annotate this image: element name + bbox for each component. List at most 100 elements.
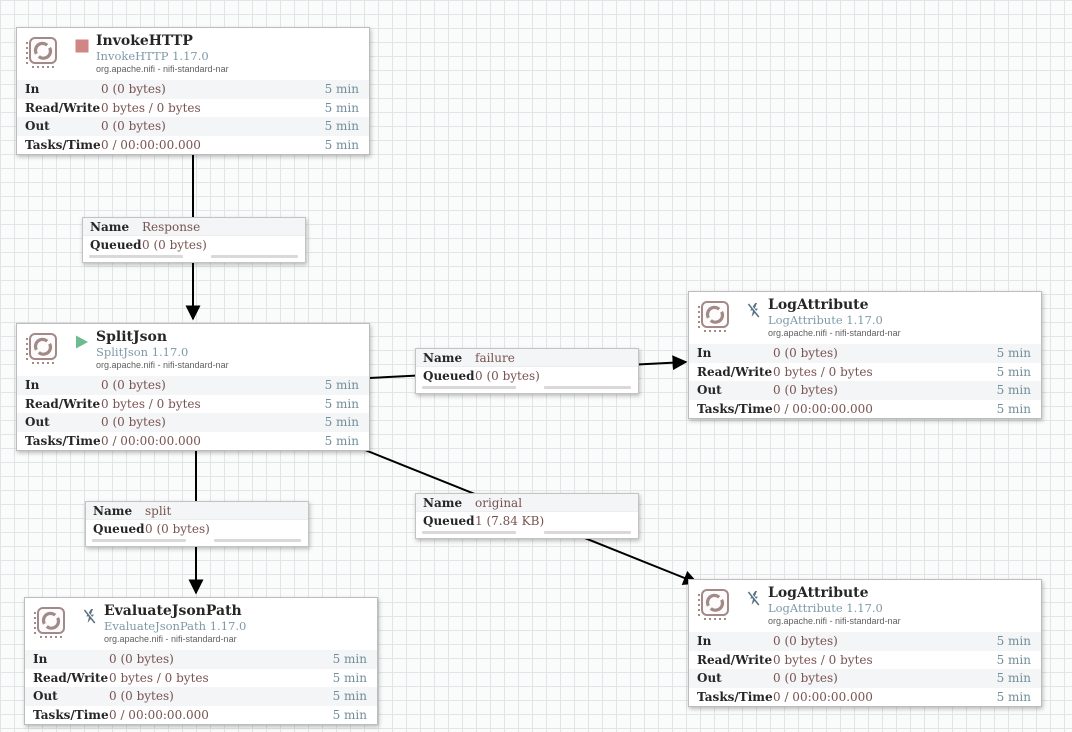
processor-logattribute-failure[interactable]: LogAttribute LogAttribute 1.17.0 org.apa… <box>688 291 1042 419</box>
stat-row-out: Out 0 (0 bytes) 5 min <box>17 413 369 432</box>
backpressure-bars <box>416 529 638 538</box>
stat-window: 5 min <box>324 415 359 430</box>
connection-name-row: Name Response <box>83 218 305 236</box>
stat-window: 5 min <box>996 346 1031 361</box>
stat-label: Read/Write <box>33 670 109 685</box>
stat-value: 0 (0 bytes) <box>101 82 166 97</box>
stat-row-in: In 0 (0 bytes) 5 min <box>689 344 1041 363</box>
stat-value: 0 / 00:00:00.000 <box>773 689 873 704</box>
processor-stamp-icon <box>23 331 61 371</box>
stat-window: 5 min <box>996 671 1031 686</box>
stat-window: 5 min <box>332 707 367 722</box>
stat-row-out: Out 0 (0 bytes) 5 min <box>689 381 1041 400</box>
stat-value: 0 bytes / 0 bytes <box>773 364 873 379</box>
processor-invokehttp[interactable]: InvokeHTTP InvokeHTTP 1.17.0 org.apache.… <box>16 27 370 155</box>
stat-label: Read/Write <box>25 100 101 115</box>
connection-name-row: Name split <box>86 502 308 520</box>
stat-label: Tasks/Time <box>33 707 109 722</box>
stat-window: 5 min <box>324 396 359 411</box>
stat-window: 5 min <box>996 652 1031 667</box>
processor-bundle: org.apache.nifi - nifi-standard-nar <box>104 634 237 644</box>
stat-label: Read/Write <box>697 364 773 379</box>
connection-label-failure[interactable]: Name failure Queued 0 (0 bytes) <box>415 348 639 394</box>
stat-value: 0 / 00:00:00.000 <box>109 707 209 722</box>
backpressure-size-bar <box>211 255 298 258</box>
stat-value: 0 / 00:00:00.000 <box>101 137 201 152</box>
stat-window: 5 min <box>996 689 1031 704</box>
stat-window: 5 min <box>324 119 359 134</box>
stat-value: 0 (0 bytes) <box>773 671 838 686</box>
stat-label: Read/Write <box>25 396 101 411</box>
processor-stats: In 0 (0 bytes) 5 min Read/Write 0 bytes … <box>689 344 1041 418</box>
stat-row-in: In 0 (0 bytes) 5 min <box>17 80 369 99</box>
processor-header: InvokeHTTP InvokeHTTP 1.17.0 org.apache.… <box>17 28 369 80</box>
stat-row-tasks: Tasks/Time 0 / 00:00:00.000 5 min <box>25 706 377 725</box>
processor-logattribute-original[interactable]: LogAttribute LogAttribute 1.17.0 org.apa… <box>688 579 1042 707</box>
stat-row-tasks: Tasks/Time 0 / 00:00:00.000 5 min <box>689 688 1041 707</box>
stat-label: Out <box>697 383 722 398</box>
connection-name: split <box>145 503 172 518</box>
backpressure-size-bar <box>544 386 631 389</box>
name-key: Name <box>90 219 130 234</box>
stat-window: 5 min <box>324 82 359 97</box>
connection-queued-row: Queued 0 (0 bytes) <box>416 367 638 384</box>
stat-row-in: In 0 (0 bytes) 5 min <box>689 632 1041 651</box>
backpressure-bars <box>83 253 305 262</box>
processor-title: EvaluateJsonPath <box>104 603 242 619</box>
processor-bundle: org.apache.nifi - nifi-standard-nar <box>768 616 901 626</box>
processor-title: LogAttribute <box>768 297 869 313</box>
processor-version: EvaluateJsonPath 1.17.0 <box>104 619 247 633</box>
stat-value: 0 / 00:00:00.000 <box>101 433 201 448</box>
name-key: Name <box>423 350 463 365</box>
stat-value: 0 (0 bytes) <box>773 383 838 398</box>
queued-count: 0 (0 bytes) <box>145 521 210 536</box>
processor-evaluatejsonpath[interactable]: EvaluateJsonPath EvaluateJsonPath 1.17.0… <box>24 597 378 725</box>
processor-bundle: org.apache.nifi - nifi-standard-nar <box>96 64 229 74</box>
connection-queued-row: Queued 1 (7.84 KB) <box>416 512 638 529</box>
stopped-icon <box>75 38 90 57</box>
stat-row-readwrite: Read/Write 0 bytes / 0 bytes 5 min <box>25 669 377 688</box>
processor-version: InvokeHTTP 1.17.0 <box>96 49 209 63</box>
stat-row-tasks: Tasks/Time 0 / 00:00:00.000 5 min <box>17 136 369 155</box>
stat-value: 0 (0 bytes) <box>773 346 838 361</box>
connection-label-original[interactable]: Name original Queued 1 (7.84 KB) <box>415 493 639 539</box>
queued-count: 1 (7.84 KB) <box>475 513 545 528</box>
stat-row-readwrite: Read/Write 0 bytes / 0 bytes 5 min <box>17 99 369 118</box>
stat-value: 0 (0 bytes) <box>101 415 166 430</box>
connection-name-row: Name failure <box>416 349 638 367</box>
backpressure-object-bar <box>422 531 516 534</box>
processor-header: EvaluateJsonPath EvaluateJsonPath 1.17.0… <box>25 598 377 650</box>
stat-label: Out <box>697 671 722 686</box>
processor-version: LogAttribute 1.17.0 <box>768 601 883 615</box>
queued-key: Queued <box>423 513 475 528</box>
processor-splitjson[interactable]: SplitJson SplitJson 1.17.0 org.apache.ni… <box>16 323 370 451</box>
disabled-icon <box>747 590 762 610</box>
stat-label: Out <box>33 689 58 704</box>
processor-bundle: org.apache.nifi - nifi-standard-nar <box>768 328 901 338</box>
processor-stats: In 0 (0 bytes) 5 min Read/Write 0 bytes … <box>17 80 369 154</box>
stat-row-in: In 0 (0 bytes) 5 min <box>17 376 369 395</box>
processor-header: SplitJson SplitJson 1.17.0 org.apache.ni… <box>17 324 369 376</box>
stat-label: In <box>697 346 712 361</box>
stat-window: 5 min <box>324 137 359 152</box>
stat-row-in: In 0 (0 bytes) 5 min <box>25 650 377 669</box>
stat-value: 0 (0 bytes) <box>101 378 166 393</box>
connection-label-response[interactable]: Name Response Queued 0 (0 bytes) <box>82 217 306 263</box>
queued-count: 0 (0 bytes) <box>142 237 207 252</box>
processor-title: InvokeHTTP <box>96 33 193 49</box>
disabled-icon <box>83 608 98 628</box>
stat-value: 0 (0 bytes) <box>109 652 174 667</box>
stat-window: 5 min <box>324 378 359 393</box>
queued-key: Queued <box>90 237 142 252</box>
stat-label: Tasks/Time <box>25 137 101 152</box>
queued-key: Queued <box>423 368 475 383</box>
stat-label: Tasks/Time <box>697 689 773 704</box>
backpressure-object-bar <box>92 539 186 542</box>
connection-label-split[interactable]: Name split Queued 0 (0 bytes) <box>85 501 309 547</box>
processor-stamp-icon <box>695 587 733 627</box>
stat-row-tasks: Tasks/Time 0 / 00:00:00.000 5 min <box>17 432 369 451</box>
stat-label: In <box>25 378 40 393</box>
connection-queued-row: Queued 0 (0 bytes) <box>83 236 305 253</box>
stat-row-out: Out 0 (0 bytes) 5 min <box>689 669 1041 688</box>
